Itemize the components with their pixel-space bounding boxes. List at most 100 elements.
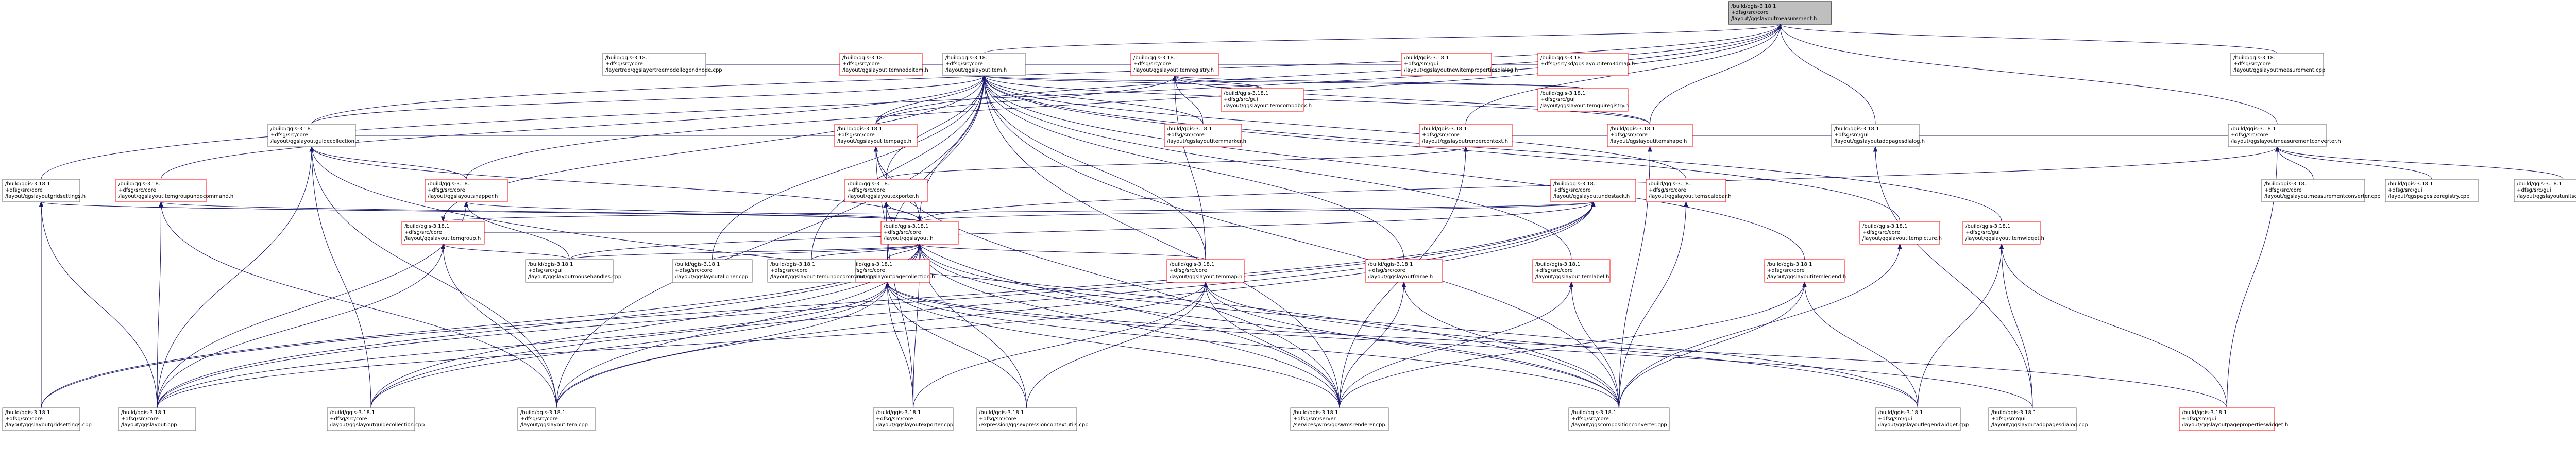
graph-node-n48[interactable]: /build/qgis-3.18.1+dfsg/src/gui/layout/q… [2179,407,2288,431]
graph-node-n0[interactable]: /build/qgis-3.18.1+dfsg/src/core/layout/… [1728,1,1832,25]
node-label-line: +dfsg/src/core [1170,268,1207,273]
graph-node-n6[interactable]: /build/qgis-3.18.1+dfsg/src/core/layout/… [267,124,360,147]
graph-node-n16[interactable]: /build/qgis-3.18.1+dfsg/src/3d/qgslayout… [1537,53,1635,76]
graph-node-n44[interactable]: /build/qgis-3.18.1+dfsg/src/server/servi… [1290,407,1389,431]
node-box [1290,407,1389,431]
graph-node-n45[interactable]: /build/qgis-3.18.1+dfsg/src/core/layout/… [1568,407,1670,431]
graph-node-n33[interactable]: /build/qgis-3.18.1+dfsg/src/core/layout/… [672,259,753,283]
graph-node-n19[interactable]: /build/qgis-3.18.1+dfsg/src/core/layout/… [844,179,928,202]
node-label-line: /build/qgis-3.18.1 [1553,181,1598,187]
graph-node-n9[interactable]: /build/qgis-3.18.1+dfsg/src/core/layertr… [602,53,722,76]
edge-n41-to-n22 [443,244,557,408]
graph-node-n42[interactable]: /build/qgis-3.18.1+dfsg/src/core/layout/… [873,407,954,431]
edge-n2-to-n0 [1780,24,2278,54]
graph-node-n40[interactable]: /build/qgis-3.18.1+dfsg/src/core/layout/… [327,407,425,431]
graph-node-n31[interactable]: /build/qgis-3.18.1+dfsg/src/core/layout/… [844,259,935,283]
graph-node-n4[interactable]: /build/qgis-3.18.1+dfsg/src/core/layout/… [2,179,86,202]
graph-node-n29[interactable]: /build/qgis-3.18.1+dfsg/src/core/layout/… [1166,259,1245,283]
graph-node-n20[interactable]: /build/qgis-3.18.1+dfsg/src/core/layout/… [1550,179,1636,202]
node-label-line: +dfsg/src/core [1535,268,1573,273]
graph-node-n13[interactable]: /build/qgis-3.18.1+dfsg/src/gui/layout/q… [1401,53,1518,76]
node-box [839,53,923,76]
node-label-line: /build/qgis-3.18.1 [121,410,166,416]
graph-node-n2[interactable]: /build/qgis-3.18.1+dfsg/src/core/layout/… [2230,53,2325,76]
graph-node-n39[interactable]: /build/qgis-3.18.1+dfsg/src/core/layout/… [118,407,196,431]
node-label-line: /build/qgis-3.18.1 [1540,91,1585,96]
graph-node-n1[interactable]: /build/qgis-3.18.1+dfsg/src/core/layout/… [942,53,1026,76]
node-label-line: /layout/qgslayoutitemlegend.h [1767,274,1846,280]
node-label-line: /build/qgis-3.18.1 [1404,55,1449,61]
edge-n29-to-n1 [984,75,1206,260]
node-label-line: +dfsg/src/core [1649,187,1686,193]
node-label-line: +dfsg/src/server [1293,416,1336,422]
graph-node-n23[interactable]: /build/qgis-3.18.1+dfsg/src/core/layout/… [425,179,508,202]
graph-node-n7[interactable]: /build/qgis-3.18.1+dfsg/src/core/layout/… [834,124,918,147]
node-label-line: /build/qgis-3.18.1 [118,181,163,187]
graph-node-n36[interactable]: /build/qgis-3.18.1+dfsg/src/gui/layout/q… [2385,179,2479,202]
graph-node-n47[interactable]: /build/qgis-3.18.1+dfsg/src/gui/layout/q… [1988,407,2088,431]
node-label-line: +dfsg/src/core [5,416,43,422]
node-label-line: +dfsg/src/core [884,230,921,235]
node-box [1419,124,1513,147]
graph-node-n21[interactable]: /build/qgis-3.18.1+dfsg/src/core/layout/… [880,221,959,245]
node-label-line: /layout/qgslayoutexporter.cpp [876,422,953,428]
edge-n45-to-n27 [1619,282,1805,408]
graph-node-n41[interactable]: /build/qgis-3.18.1+dfsg/src/core/layout/… [517,407,596,431]
node-box [1550,179,1636,202]
edges-layer [39,23,2564,408]
node-label-line: /layout/qgslayoutitemmarker.h [1167,139,1246,144]
node-label-line: /build/qgis-3.18.1 [2264,181,2309,187]
edge-n33-to-n21 [712,244,920,260]
graph-node-n24[interactable]: /build/qgis-3.18.1+dfsg/src/core/layout/… [1646,179,1732,202]
graph-node-n35[interactable]: /build/qgis-3.18.1+dfsg/src/core/layout/… [2261,179,2381,202]
node-label-line: +dfsg/src/core [2264,187,2302,193]
node-label-line: +dfsg/src/core [118,187,156,193]
node-label-line: +dfsg/src/core [837,132,875,138]
graph-node-n30[interactable]: /build/qgis-3.18.1+dfsg/src/core/layout/… [1532,259,1611,283]
graph-node-n22[interactable]: /build/qgis-3.18.1+dfsg/src/core/layout/… [401,221,485,245]
graph-node-n10[interactable]: /build/qgis-3.18.1+dfsg/src/core/layout/… [1130,53,1219,76]
graph-node-n34[interactable]: /build/qgis-3.18.1+dfsg/src/core/layout/… [767,259,876,283]
node-box [1537,53,1629,76]
edge-n23-to-n6 [311,146,467,180]
node-label-line: /layout/qgslayoutitemundocommand.cpp [770,274,876,280]
graph-node-n11[interactable]: /build/qgis-3.18.1+dfsg/src/core/layout/… [1164,124,1246,147]
node-box [880,221,959,245]
graph-node-n3[interactable]: /build/qgis-3.18.1+dfsg/src/core/layout/… [2228,124,2341,147]
edge-n7-to-n1 [875,75,985,125]
node-box [425,179,508,202]
graph-node-n28[interactable]: /build/qgis-3.18.1+dfsg/src/core/layout/… [1365,259,1443,283]
node-label-line: /build/qgis-3.18.1 [1368,262,1413,267]
edge-n39-to-n4 [41,201,158,408]
graph-node-n14[interactable]: /build/qgis-3.18.1+dfsg/src/gui/layout/q… [1537,88,1629,112]
arrowhead-n48-to-n31 [885,281,890,287]
graph-node-n37[interactable]: /build/qgis-3.18.1+dfsg/src/gui/layout/q… [2514,179,2576,202]
edge-n41-to-n5 [161,201,557,408]
node-box [2385,179,2479,202]
graph-node-n5[interactable]: /build/qgis-3.18.1+dfsg/src/core/layout/… [115,179,233,202]
graph-node-n8[interactable]: /build/qgis-3.18.1+dfsg/src/core/layout/… [839,53,928,76]
graph-node-n46[interactable]: /build/qgis-3.18.1+dfsg/src/gui/layout/q… [1875,407,1969,431]
node-label-line: /layout/qgslayoutnewitempropertiesdialog… [1404,67,1518,73]
graph-node-n43[interactable]: /build/qgis-3.18.1+dfsg/src/core/express… [976,407,1089,431]
graph-node-n25[interactable]: /build/qgis-3.18.1+dfsg/src/core/layout/… [1859,221,1942,245]
graph-node-n32[interactable]: /build/qgis-3.18.1+dfsg/src/gui/layout/q… [525,259,621,283]
node-label-line: /build/qgis-3.18.1 [1965,224,2010,229]
node-box [942,53,1026,76]
graph-node-n27[interactable]: /build/qgis-3.18.1+dfsg/src/core/layout/… [1764,259,1846,283]
arrowhead-n41-to-n5 [159,201,163,207]
node-label-line: /build/qgis-3.18.1 [404,224,449,229]
edge-n43-to-n29 [1026,282,1206,408]
graph-node-n15[interactable]: /build/qgis-3.18.1+dfsg/src/core/layout/… [1607,124,1693,147]
graph-node-n26[interactable]: /build/qgis-3.18.1+dfsg/src/gui/layout/q… [1962,221,2044,245]
node-label-line: /build/qgis-3.18.1 [1649,181,1693,187]
edge-n12-to-n10 [1174,75,1263,89]
graph-node-n12[interactable]: /build/qgis-3.18.1+dfsg/src/gui/layout/q… [1221,88,1312,112]
graph-node-n38[interactable]: /build/qgis-3.18.1+dfsg/src/core/layout/… [2,407,92,431]
edge-n5-to-n1 [161,75,985,180]
graph-node-n17[interactable]: /build/qgis-3.18.1+dfsg/src/gui/layout/q… [1831,124,1925,147]
graph-node-n18[interactable]: /build/qgis-3.18.1+dfsg/src/core/layout/… [1419,124,1513,147]
edge-n41-to-n31 [556,282,888,408]
node-label-line: /layout/qgslayoutunitscombobox.cpp [2517,194,2576,199]
edge-n30-to-n1 [984,75,1572,260]
